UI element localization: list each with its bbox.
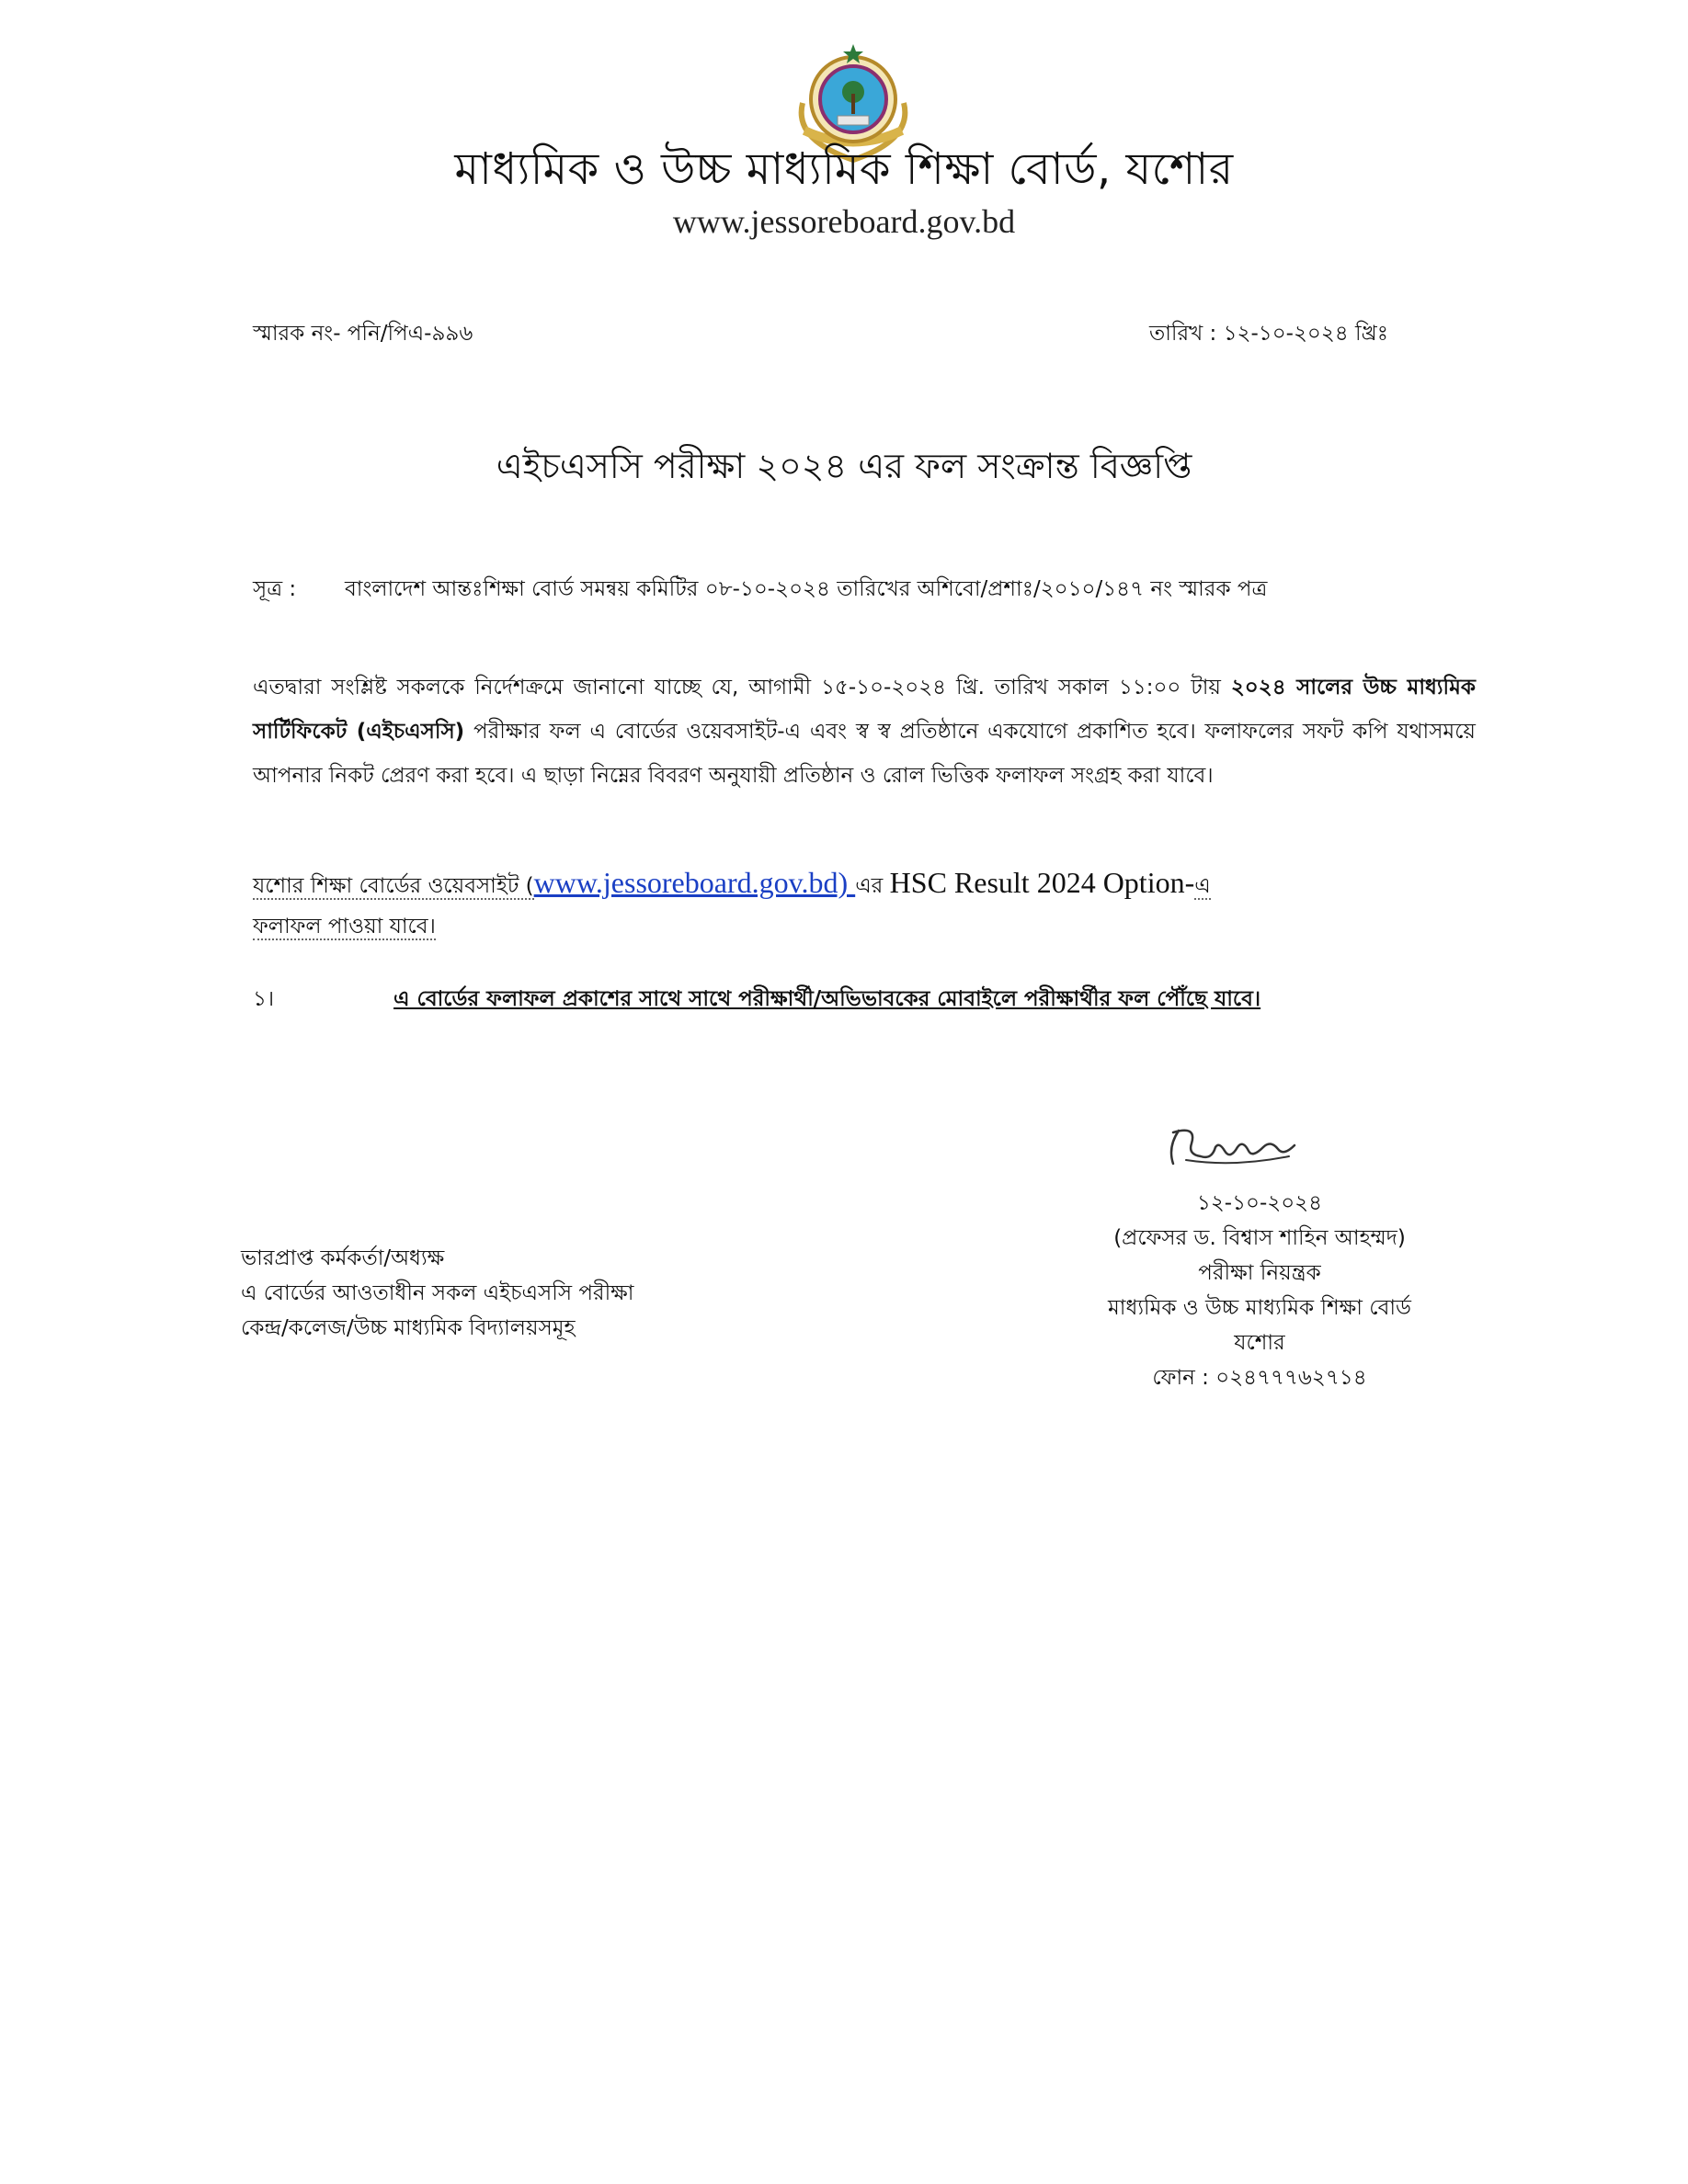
website-suffix-2: ফলাফল পাওয়া যাবে। bbox=[253, 915, 436, 940]
board-seal-icon bbox=[798, 44, 908, 164]
notice-title: এইচএসসি পরীক্ষা ২০২৪ এর ফল সংক্রান্ত বিজ… bbox=[496, 446, 1192, 486]
signatory-city: যশোর bbox=[1234, 1331, 1285, 1355]
board-website: www.jessoreboard.gov.bd bbox=[672, 203, 1016, 240]
website-mid: এর bbox=[855, 874, 890, 898]
signatory-phone: ফোন : ০২৪৭৭৭৬২৭১৪ bbox=[1152, 1366, 1367, 1390]
body-text-2: পরীক্ষার ফল এ বোর্ডের ওয়েবসাইট-এ এবং স্… bbox=[253, 720, 1476, 788]
reference-label: সূত্র : bbox=[253, 577, 297, 601]
website-paragraph: যশোর শিক্ষা বোর্ডের ওয়েবসাইট (www.jesso… bbox=[253, 862, 1448, 947]
board-title: মাধ্যমিক ও উচ্চ মাধ্যমিক শিক্ষা বোর্ড, য… bbox=[454, 143, 1234, 195]
handwritten-signature-icon bbox=[1169, 1129, 1296, 1166]
signature-block: ১২-১০-২০২৪ (প্রফেসর ড. বিশ্বাস শাহিন আহম… bbox=[1057, 1186, 1462, 1395]
memo-date: তারিখ : ১২-১০-২০২৪ খ্রিঃ bbox=[1148, 322, 1388, 346]
signature-date: ১২-১০-২০২৪ bbox=[1196, 1191, 1323, 1215]
recipient-line-3: কেন্দ্র/কলেজ/উচ্চ মাধ্যমিক বিদ্যালয়সমূহ bbox=[241, 1316, 576, 1340]
signatory-organization: মাধ্যমিক ও উচ্চ মাধ্যমিক শিক্ষা বোর্ড bbox=[1108, 1296, 1411, 1320]
reference-line: সূত্র : বাংলাদেশ আন্তঃশিক্ষা বোর্ড সমন্বয… bbox=[253, 572, 1448, 608]
list-item-text: এ বোর্ডের ফলাফল প্রকাশের সাথে সাথে পরীক্… bbox=[393, 987, 1261, 1011]
website-link[interactable]: www.jessoreboard.gov.bd) bbox=[533, 866, 856, 899]
signatory-designation: পরীক্ষা নিয়ন্ত্রক bbox=[1198, 1261, 1321, 1285]
body-text-1: এতদ্বারা সংশ্লিষ্ট সকলকে নির্দেশক্রমে জা… bbox=[253, 676, 1231, 700]
recipient-line-2: এ বোর্ডের আওতাধীন সকল এইচএসসি পরীক্ষা bbox=[241, 1281, 634, 1305]
hsc-option-text: HSC Result 2024 Option- bbox=[889, 866, 1195, 899]
signatory-name: (প্রফেসর ড. বিশ্বাস শাহিন আহম্মদ) bbox=[1113, 1226, 1406, 1250]
body-paragraph: এতদ্বারা সংশ্লিষ্ট সকলকে নির্দেশক্রমে জা… bbox=[253, 665, 1476, 798]
website-suffix-1: এ bbox=[1194, 874, 1211, 900]
reference-text: বাংলাদেশ আন্তঃশিক্ষা বোর্ড সমন্বয় কমিটি… bbox=[345, 577, 1268, 601]
website-prefix: যশোর শিক্ষা বোর্ডের ওয়েবসাইট ( bbox=[253, 874, 534, 900]
recipient-block: ভারপ্রাপ্ত কর্মকর্তা/অধ্যক্ষ এ বোর্ডের আ… bbox=[241, 1241, 884, 1346]
memo-number: স্মারক নং- পনি/পিএ-৯৯৬ bbox=[253, 322, 473, 346]
list-item-number: ১। bbox=[253, 987, 275, 1011]
body-bold-text: ২০২৪ সালের উচ্চ মাধ্যমিক সার্টিফিকেট (এই… bbox=[253, 676, 1476, 744]
recipient-line-1: ভারপ্রাপ্ত কর্মকর্তা/অধ্যক্ষ bbox=[241, 1246, 445, 1270]
